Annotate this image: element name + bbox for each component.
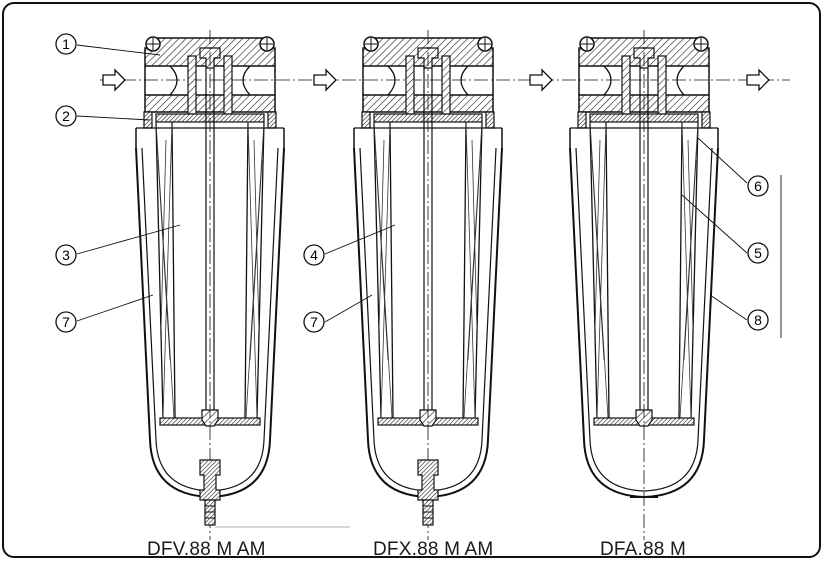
callout-circle-1: [55, 33, 77, 55]
callout-7b: 7: [310, 314, 318, 330]
callout-circle-5: [747, 242, 769, 264]
callout-circle-3: [55, 244, 77, 266]
model-label-dfa: DFA.88 M: [600, 539, 687, 560]
callout-1: 1: [62, 36, 70, 52]
model-label-dfx: DFX.88 M AM: [373, 539, 494, 560]
callouts: 1 2 3 4 5 6 7 7 8: [55, 33, 769, 333]
callout-circle-7a: [55, 311, 77, 333]
callout-2: 2: [62, 108, 70, 124]
callout-circle-4: [303, 244, 325, 266]
drain-valve-dfx: [417, 459, 439, 526]
callout-5: 5: [754, 245, 762, 261]
callout-4: 4: [310, 247, 318, 263]
callout-6: 6: [754, 178, 762, 194]
callout-circle-2: [55, 105, 77, 127]
drain-valve-dfv: [199, 459, 221, 526]
flow-arrow-icon: [529, 69, 553, 91]
flow-arrow-icon: [313, 69, 337, 91]
flow-arrow-icon: [102, 69, 126, 91]
leader-lines: [76, 44, 748, 323]
callout-8: 8: [754, 312, 762, 328]
callout-circle-6: [747, 175, 769, 197]
callout-3: 3: [62, 247, 70, 263]
callout-circle-8: [747, 309, 769, 331]
flow-arrow-icon: [746, 69, 770, 91]
callout-7a: 7: [62, 314, 70, 330]
model-label-dfv: DFV.88 M AM: [147, 539, 266, 560]
filter-dfa: [569, 29, 719, 541]
callout-circle-7b: [303, 311, 325, 333]
